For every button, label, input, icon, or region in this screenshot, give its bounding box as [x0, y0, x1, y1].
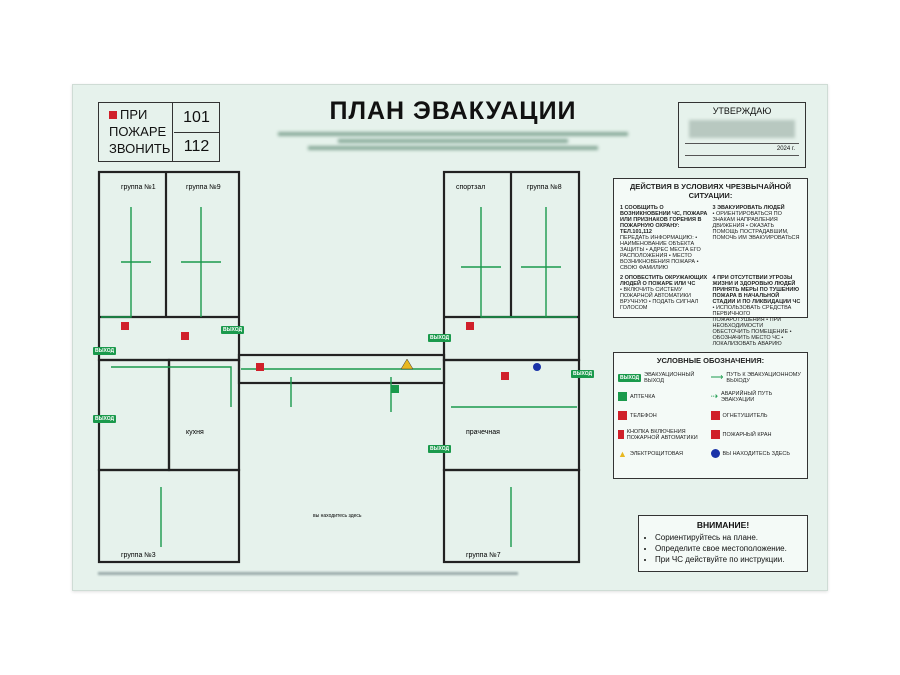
exit-sign-icon: ВЫХОД: [428, 445, 452, 453]
hydrant-icon: [710, 430, 720, 439]
first-aid-icon: [618, 392, 627, 401]
blurred-subtitle: [278, 130, 628, 153]
exit-sign-icon: ВЫХОД: [93, 415, 117, 423]
phone-icon: [109, 111, 117, 119]
room-labels: группа №1 группа №9 спортзал группа №8 к…: [121, 184, 562, 559]
phone-icon: [618, 411, 627, 420]
call-box-text: ПРИ ПОЖАРЕ ЗВОНИТЬ: [99, 103, 173, 161]
evacuation-plan-sheet: ПРИ ПОЖАРЕ ЗВОНИТЬ 101 112 ПЛАН ЭВАКУАЦИ…: [72, 84, 828, 591]
room-label-laundry: прачечная: [466, 429, 500, 436]
legend-item: ▲ЭЛЕКТРОЩИТОВАЯ: [618, 448, 683, 459]
attention-box: ВНИМАНИЕ! Сориентируйтесь на плане. Опре…: [638, 515, 808, 572]
exit-sign-icon: ВЫХОД: [93, 347, 117, 355]
approval-date: 2024 г.: [776, 146, 795, 152]
room-label-g8: группа №8: [527, 184, 562, 191]
exit-sign-icon: ВЫХОД: [221, 326, 245, 334]
you-are-here-icon: [710, 449, 720, 458]
extinguisher-icon: [501, 372, 509, 380]
electric-hazard-icon: [400, 358, 414, 370]
hydrant-icon: [256, 363, 264, 371]
plan-markers: [121, 322, 541, 393]
legend-item: ОГНЕТУШИТЕЛЬ: [710, 406, 804, 425]
action-step: 1 СООБЩИТЬ О ВОЗНИКНОВЕНИИ ЧС, ПОЖАРА ИЛ…: [620, 205, 708, 271]
exit-sign-icon: ВЫХОД: [618, 373, 642, 382]
legend-item: АПТЕЧКА: [618, 387, 711, 406]
you-are-here-label: вы находитесь здесь: [313, 513, 362, 519]
legend-title: УСЛОВНЫЕ ОБОЗНАЧЕНИЯ:: [656, 356, 765, 365]
you-are-here-icon: [533, 363, 541, 371]
page-title: ПЛАН ЭВАКУАЦИИ: [329, 97, 577, 125]
evacuation-routes: [101, 207, 577, 547]
room-label-g3: группа №3: [121, 552, 156, 559]
legend-item: ВЫ НАХОДИТЕСЬ ЗДЕСЬ: [710, 444, 804, 463]
blurred-approver: [689, 120, 795, 138]
alarm-button-icon: [466, 322, 474, 330]
legend-item: ПОЖАРНЫЙ КРАН: [710, 425, 804, 444]
approval-title: УТВЕРЖДАЮ: [712, 106, 772, 116]
call-line-1: ПРИ: [120, 107, 148, 122]
legend-item: ⟶ПУТЬ К ЭВАКУАЦИОННОМУ ВЫХОДУ: [710, 371, 801, 384]
exit-sign-icon: ВЫХОД: [428, 334, 452, 342]
room-label-g9: группа №9: [186, 184, 221, 191]
first-aid-icon: [391, 385, 399, 393]
action-step: 2 ОПОВЕСТИТЬ ОКРУЖАЮЩИХ ЛЮДЕЙ О ПОЖАРЕ И…: [620, 275, 708, 311]
alarm-button-icon: [618, 430, 624, 439]
dashed-arrow-icon: ⇢: [710, 391, 719, 401]
action-step: 3 ЭВАКУИРОВАТЬ ЛЮДЕЙ • ОРИЕНТИРОВАТЬСЯ П…: [712, 205, 800, 241]
phone-number-2: 112: [183, 138, 210, 155]
room-label-kitchen: кухня: [186, 429, 204, 436]
actions-panel: ДЕЙСТВИЯ В УСЛОВИЯХ ЧРЕЗВЫЧАЙНОЙ СИТУАЦИ…: [613, 178, 808, 347]
alarm-button-icon: [121, 322, 129, 330]
room-label-sport: спортзал: [456, 184, 485, 191]
call-line-2: ПОЖАРЕ: [109, 124, 167, 139]
phone-number-1: 101: [174, 103, 219, 133]
attention-item: Определите свое местоположение.: [655, 543, 807, 554]
call-line-3: ЗВОНИТЬ: [109, 141, 171, 156]
legend-item: КНОПКА ВКЛЮЧЕНИЯ ПОЖАРНОЙ АВТОМАТИКИ: [618, 425, 711, 444]
approval-box: УТВЕРЖДАЮ 2024 г.: [678, 102, 806, 168]
attention-item: Сориентируйтесь на плане.: [655, 532, 807, 543]
blurred-footer: [98, 572, 518, 575]
actions-title: ДЕЙСТВИЯ В УСЛОВИЯХ ЧРЕЗВЫЧАЙНОЙ СИТУАЦИ…: [629, 182, 792, 200]
arrow-icon: ⟶: [710, 372, 724, 382]
floor-plan: группа №1 группа №9 спортзал группа №8 к…: [97, 170, 581, 564]
exit-sign-icon: ВЫХОД: [571, 370, 595, 378]
legend-item: ⇢АВАРИЙНЫЙ ПУТЬ ЭВАКУАЦИИ: [710, 390, 773, 403]
attention-item: При ЧС действуйте по инструкции.: [655, 554, 807, 565]
electric-hazard-icon: ▲: [618, 448, 627, 459]
emergency-call-box: ПРИ ПОЖАРЕ ЗВОНИТЬ 101 112: [98, 102, 220, 162]
room-label-g1: группа №1: [121, 184, 156, 191]
action-step: 4 ПРИ ОТСУТСТВИИ УГРОЗЫ ЖИЗНИ И ЗДОРОВЬЮ…: [712, 275, 801, 347]
attention-title: ВНИМАНИЕ!: [696, 520, 750, 530]
extinguisher-icon: [181, 332, 189, 340]
room-label-g7: группа №7: [466, 552, 501, 559]
extinguisher-icon: [710, 411, 720, 420]
legend-item: ТЕЛЕФОН: [618, 406, 711, 425]
